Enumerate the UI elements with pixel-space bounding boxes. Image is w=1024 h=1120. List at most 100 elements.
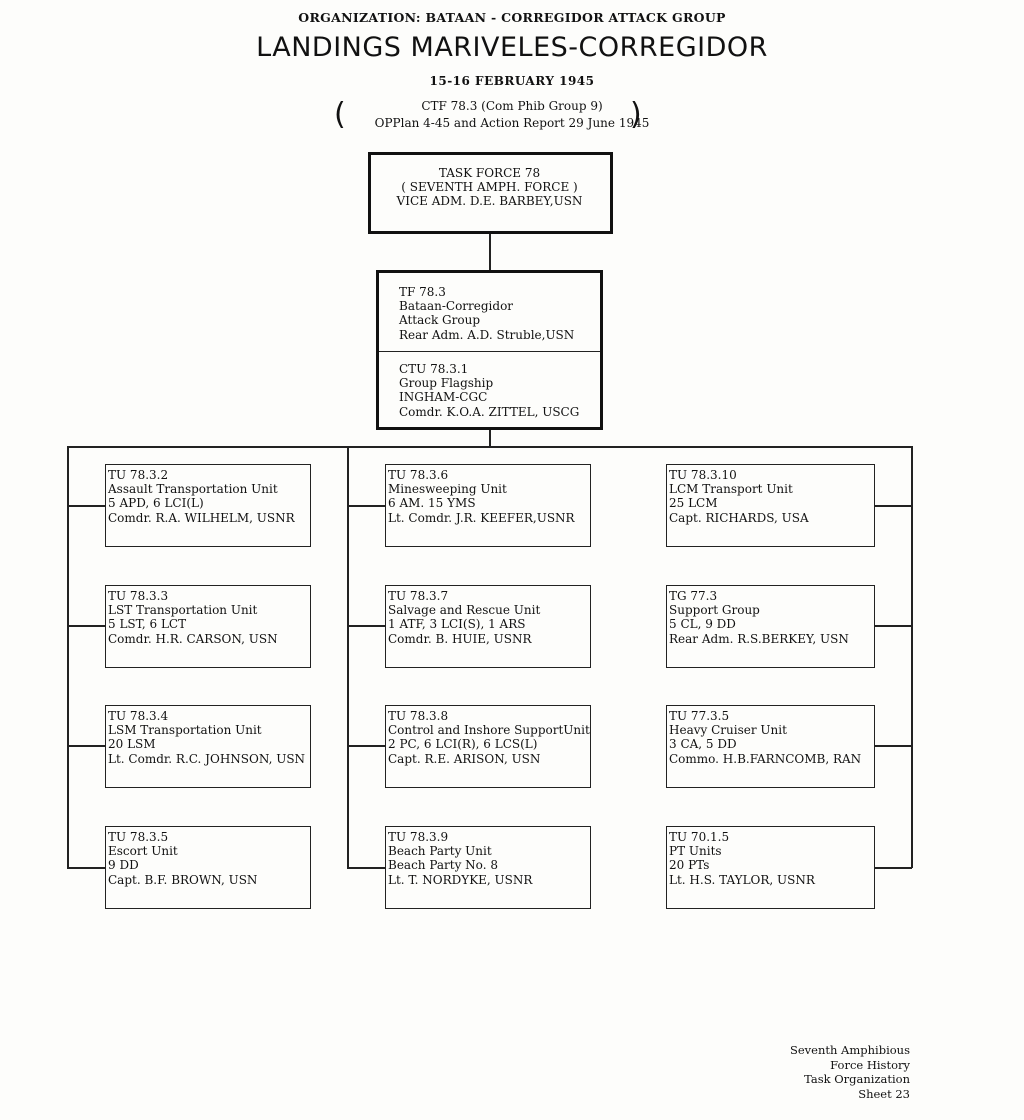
unit-name: LSM Transportation Unit [108,723,262,738]
unit-name: Control and Inshore SupportUnit [388,723,590,738]
branch-middle-4 [347,867,386,869]
unit-name: Assault Transportation Unit [108,482,278,497]
unit-designation: TU 70.1.5 [669,830,730,844]
unit-box-tu-78-3-4: TU 78.3.4 LSM Transportation Unit 20 LSM… [105,705,311,788]
unit-commander: Lt. H.S. TAYLOR, USNR [669,872,815,887]
unit-commander: Capt. RICHARDS, USA [669,510,809,525]
unit-box-tu-78-3-2: TU 78.3.2 Assault Transportation Unit 5 … [105,464,311,547]
middle-column-spine [347,446,349,868]
unit-composition: 20 LSM [108,737,156,752]
reference-line-1: CTF 78.3 (Com Phib Group 9) [421,99,603,113]
ctu-line-1: CTU 78.3.1 [399,362,469,376]
branch-right-2 [874,625,912,627]
left-column-spine [67,446,69,868]
unit-commander: Comdr. H.R. CARSON, USN [108,631,278,646]
unit-name: Minesweeping Unit [388,482,507,497]
unit-composition: 5 CL, 9 DD [669,617,736,632]
unit-commander: Capt. R.E. ARISON, USN [388,751,541,766]
tf78-line-1: TASK FORCE 78 [438,166,541,180]
tf-78-3-box: TF 78.3 Bataan-Corregidor Attack Group R… [376,270,603,430]
unit-box-tu-77-3-5: TU 77.3.5 Heavy Cruiser Unit 3 CA, 5 DD … [666,705,875,788]
unit-composition: Beach Party No. 8 [388,858,498,873]
branch-left-3 [67,745,106,747]
unit-composition: 6 AM. 15 YMS [388,496,476,511]
unit-commander: Lt. T. NORDYKE, USNR [388,872,533,887]
unit-designation: TU 78.3.5 [108,830,169,844]
unit-name: Heavy Cruiser Unit [669,723,787,738]
unit-box-tu-78-3-7: TU 78.3.7 Salvage and Rescue Unit 1 ATF,… [385,585,591,668]
ctu-line-2: Group Flagship [399,376,494,391]
unit-composition: 9 DD [108,858,139,873]
unit-designation: TG 77.3 [669,589,718,603]
tf783-line-1: TF 78.3 [399,285,446,299]
tf783-line-2: Bataan-Corregidor [399,299,514,314]
unit-box-tu-78-3-5: TU 78.3.5 Escort Unit 9 DD Capt. B.F. BR… [105,826,311,909]
unit-commander: Comdr. R.A. WILHELM, USNR [108,510,295,525]
unit-commander: Capt. B.F. BROWN, USN [108,872,258,887]
branch-middle-3 [347,745,386,747]
unit-name: Escort Unit [108,844,178,859]
page-title: LANDINGS MARIVELES-CORREGIDOR [256,32,768,63]
unit-name: LST Transportation Unit [108,603,258,618]
unit-name: Beach Party Unit [388,844,492,859]
branch-left-2 [67,625,106,627]
unit-composition: 5 LST, 6 LCT [108,617,187,632]
connector-tf783-bus [489,429,491,446]
unit-composition: 1 ATF, 3 LCI(S), 1 ARS [388,617,526,632]
unit-commander: Rear Adm. R.S.BERKEY, USN [669,631,849,646]
unit-name: Support Group [669,603,760,618]
footer-line-1: Seventh Amphibious [789,1043,910,1057]
unit-designation: TU 78.3.6 [388,468,449,482]
sheet-footer: Seventh Amphibious Force History Task Or… [790,1043,910,1101]
branch-middle-1 [347,505,386,507]
branch-left-4 [67,867,106,869]
unit-designation: TU 77.3.5 [669,709,730,723]
unit-box-tu-70-1-5: TU 70.1.5 PT Units 20 PTs Lt. H.S. TAYLO… [666,826,875,909]
footer-line-2: Force History [830,1057,910,1072]
unit-box-tu-78-3-3: TU 78.3.3 LST Transportation Unit 5 LST,… [105,585,311,668]
left-parenthesis: ( [334,97,346,132]
unit-box-tu-78-3-9: TU 78.3.9 Beach Party Unit Beach Party N… [385,826,591,909]
right-parenthesis: ) [630,97,642,132]
unit-composition: 20 PTs [669,858,710,873]
unit-designation: TU 78.3.8 [388,709,449,723]
connector-tf78-tf783 [489,233,491,271]
footer-line-4: Sheet 23 [858,1086,910,1101]
tf783-line-3: Attack Group [399,313,481,328]
ctu-78-3-1-section: CTU 78.3.1 Group Flagship INGHAM-CGC Com… [379,351,600,419]
unit-box-tg-77-3: TG 77.3 Support Group 5 CL, 9 DD Rear Ad… [666,585,875,668]
footer-line-3: Task Organization [804,1072,910,1086]
unit-designation: TU 78.3.2 [108,468,169,482]
task-force-78-box: TASK FORCE 78 ( SEVENTH AMPH. FORCE ) VI… [368,152,613,234]
branch-right-3 [874,745,912,747]
branch-right-4 [874,867,912,869]
branch-left-1 [67,505,106,507]
unit-designation: TU 78.3.3 [108,589,169,603]
unit-box-tu-78-3-6: TU 78.3.6 Minesweeping Unit 6 AM. 15 YMS… [385,464,591,547]
tf78-line-3: VICE ADM. D.E. BARBEY,USN [396,194,583,209]
unit-composition: 3 CA, 5 DD [669,737,737,752]
unit-commander: Lt. Comdr. J.R. KEEFER,USNR [388,510,575,525]
unit-designation: TU 78.3.4 [108,709,169,723]
unit-composition: 25 LCM [669,496,718,511]
unit-commander: Lt. Comdr. R.C. JOHNSON, USN [108,751,306,766]
unit-commander: Comdr. B. HUIE, USNR [388,631,532,646]
unit-box-tu-78-3-8: TU 78.3.8 Control and Inshore SupportUni… [385,705,591,788]
branch-middle-2 [347,625,386,627]
tf783-line-4: Rear Adm. A.D. Struble,USN [399,327,575,342]
unit-designation: TU 78.3.10 [669,468,737,482]
ctu-line-3: INGHAM-CGC [399,390,488,405]
right-column-spine [911,446,913,868]
unit-name: Salvage and Rescue Unit [388,603,541,618]
unit-commander: Commo. H.B.FARNCOMB, RAN [669,751,862,766]
unit-name: LCM Transport Unit [669,482,793,497]
unit-composition: 2 PC, 6 LCI(R), 6 LCS(L) [388,737,538,752]
ctu-line-4: Comdr. K.O.A. ZITTEL, USCG [399,404,580,419]
date-line: 15-16 FEBRUARY 1945 [429,74,595,88]
organization-line: ORGANIZATION: BATAAN - CORREGIDOR ATTACK… [298,10,726,25]
unit-box-tu-78-3-10: TU 78.3.10 LCM Transport Unit 25 LCM Cap… [666,464,875,547]
branch-right-1 [874,505,912,507]
unit-designation: TU 78.3.9 [388,830,449,844]
tf78-line-2: ( SEVENTH AMPH. FORCE ) [401,180,578,195]
reference-line-2: OPPlan 4-45 and Action Report 29 June 19… [374,116,650,130]
